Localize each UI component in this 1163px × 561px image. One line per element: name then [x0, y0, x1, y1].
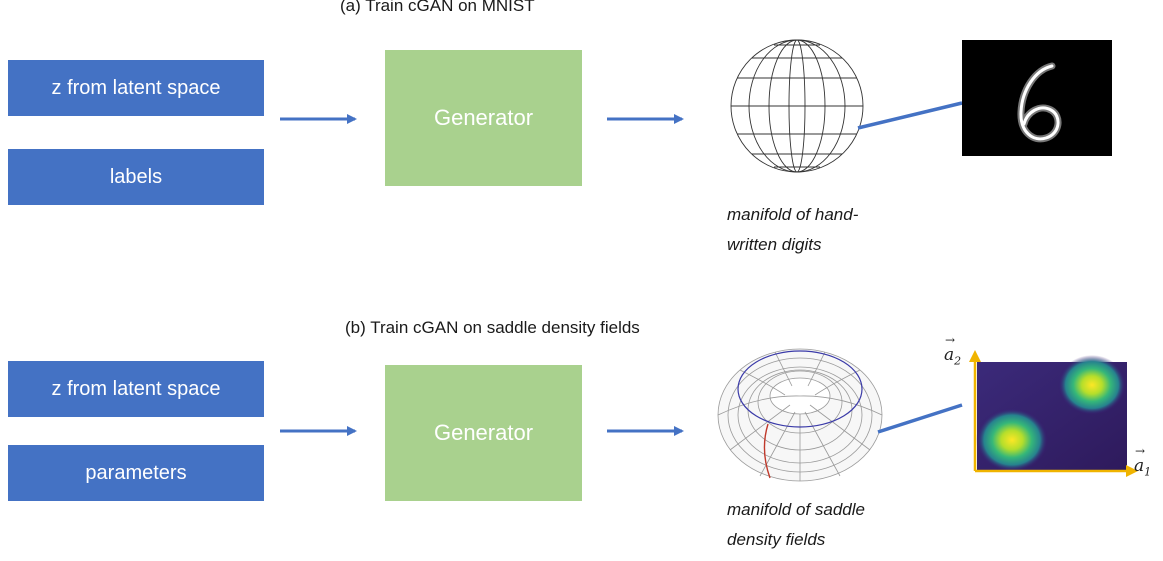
- axis-x-arrow: →: [1135, 444, 1146, 458]
- panel-a-title: (a) Train cGAN on MNIST: [340, 0, 535, 15]
- latent-input-a: z from latent space: [8, 60, 264, 116]
- torus-manifold-icon: [717, 348, 883, 482]
- manifold-b-caption-line2: density fields: [727, 530, 826, 549]
- manifold-a-caption-line1: manifold of hand-: [727, 205, 859, 224]
- sphere-manifold-icon: [730, 39, 864, 173]
- connector-line-a: [857, 101, 963, 130]
- connector-line-b: [877, 403, 963, 434]
- digit-six-image: [962, 40, 1112, 156]
- generator-b: Generator: [385, 365, 582, 501]
- axis-label-x: →a1: [1134, 444, 1152, 479]
- density-field-heatmap: [976, 355, 1127, 472]
- panel-b-title: (b) Train cGAN on saddle density fields: [345, 318, 640, 337]
- manifold-a-caption-line2: written digits: [727, 235, 822, 254]
- manifold-a-caption: manifold of hand- written digits: [727, 200, 858, 260]
- axis-y-arrow: →: [945, 333, 956, 347]
- parameters-input: parameters: [8, 445, 264, 501]
- labels-input: labels: [8, 149, 264, 205]
- heatmap-axes: [969, 350, 1138, 477]
- manifold-b-caption: manifold of saddle density fields: [727, 495, 865, 555]
- manifold-b-caption-line1: manifold of saddle: [727, 500, 865, 519]
- generator-a: Generator: [385, 50, 582, 186]
- axis-label-y: →a2: [944, 333, 962, 368]
- latent-input-b: z from latent space: [8, 361, 264, 417]
